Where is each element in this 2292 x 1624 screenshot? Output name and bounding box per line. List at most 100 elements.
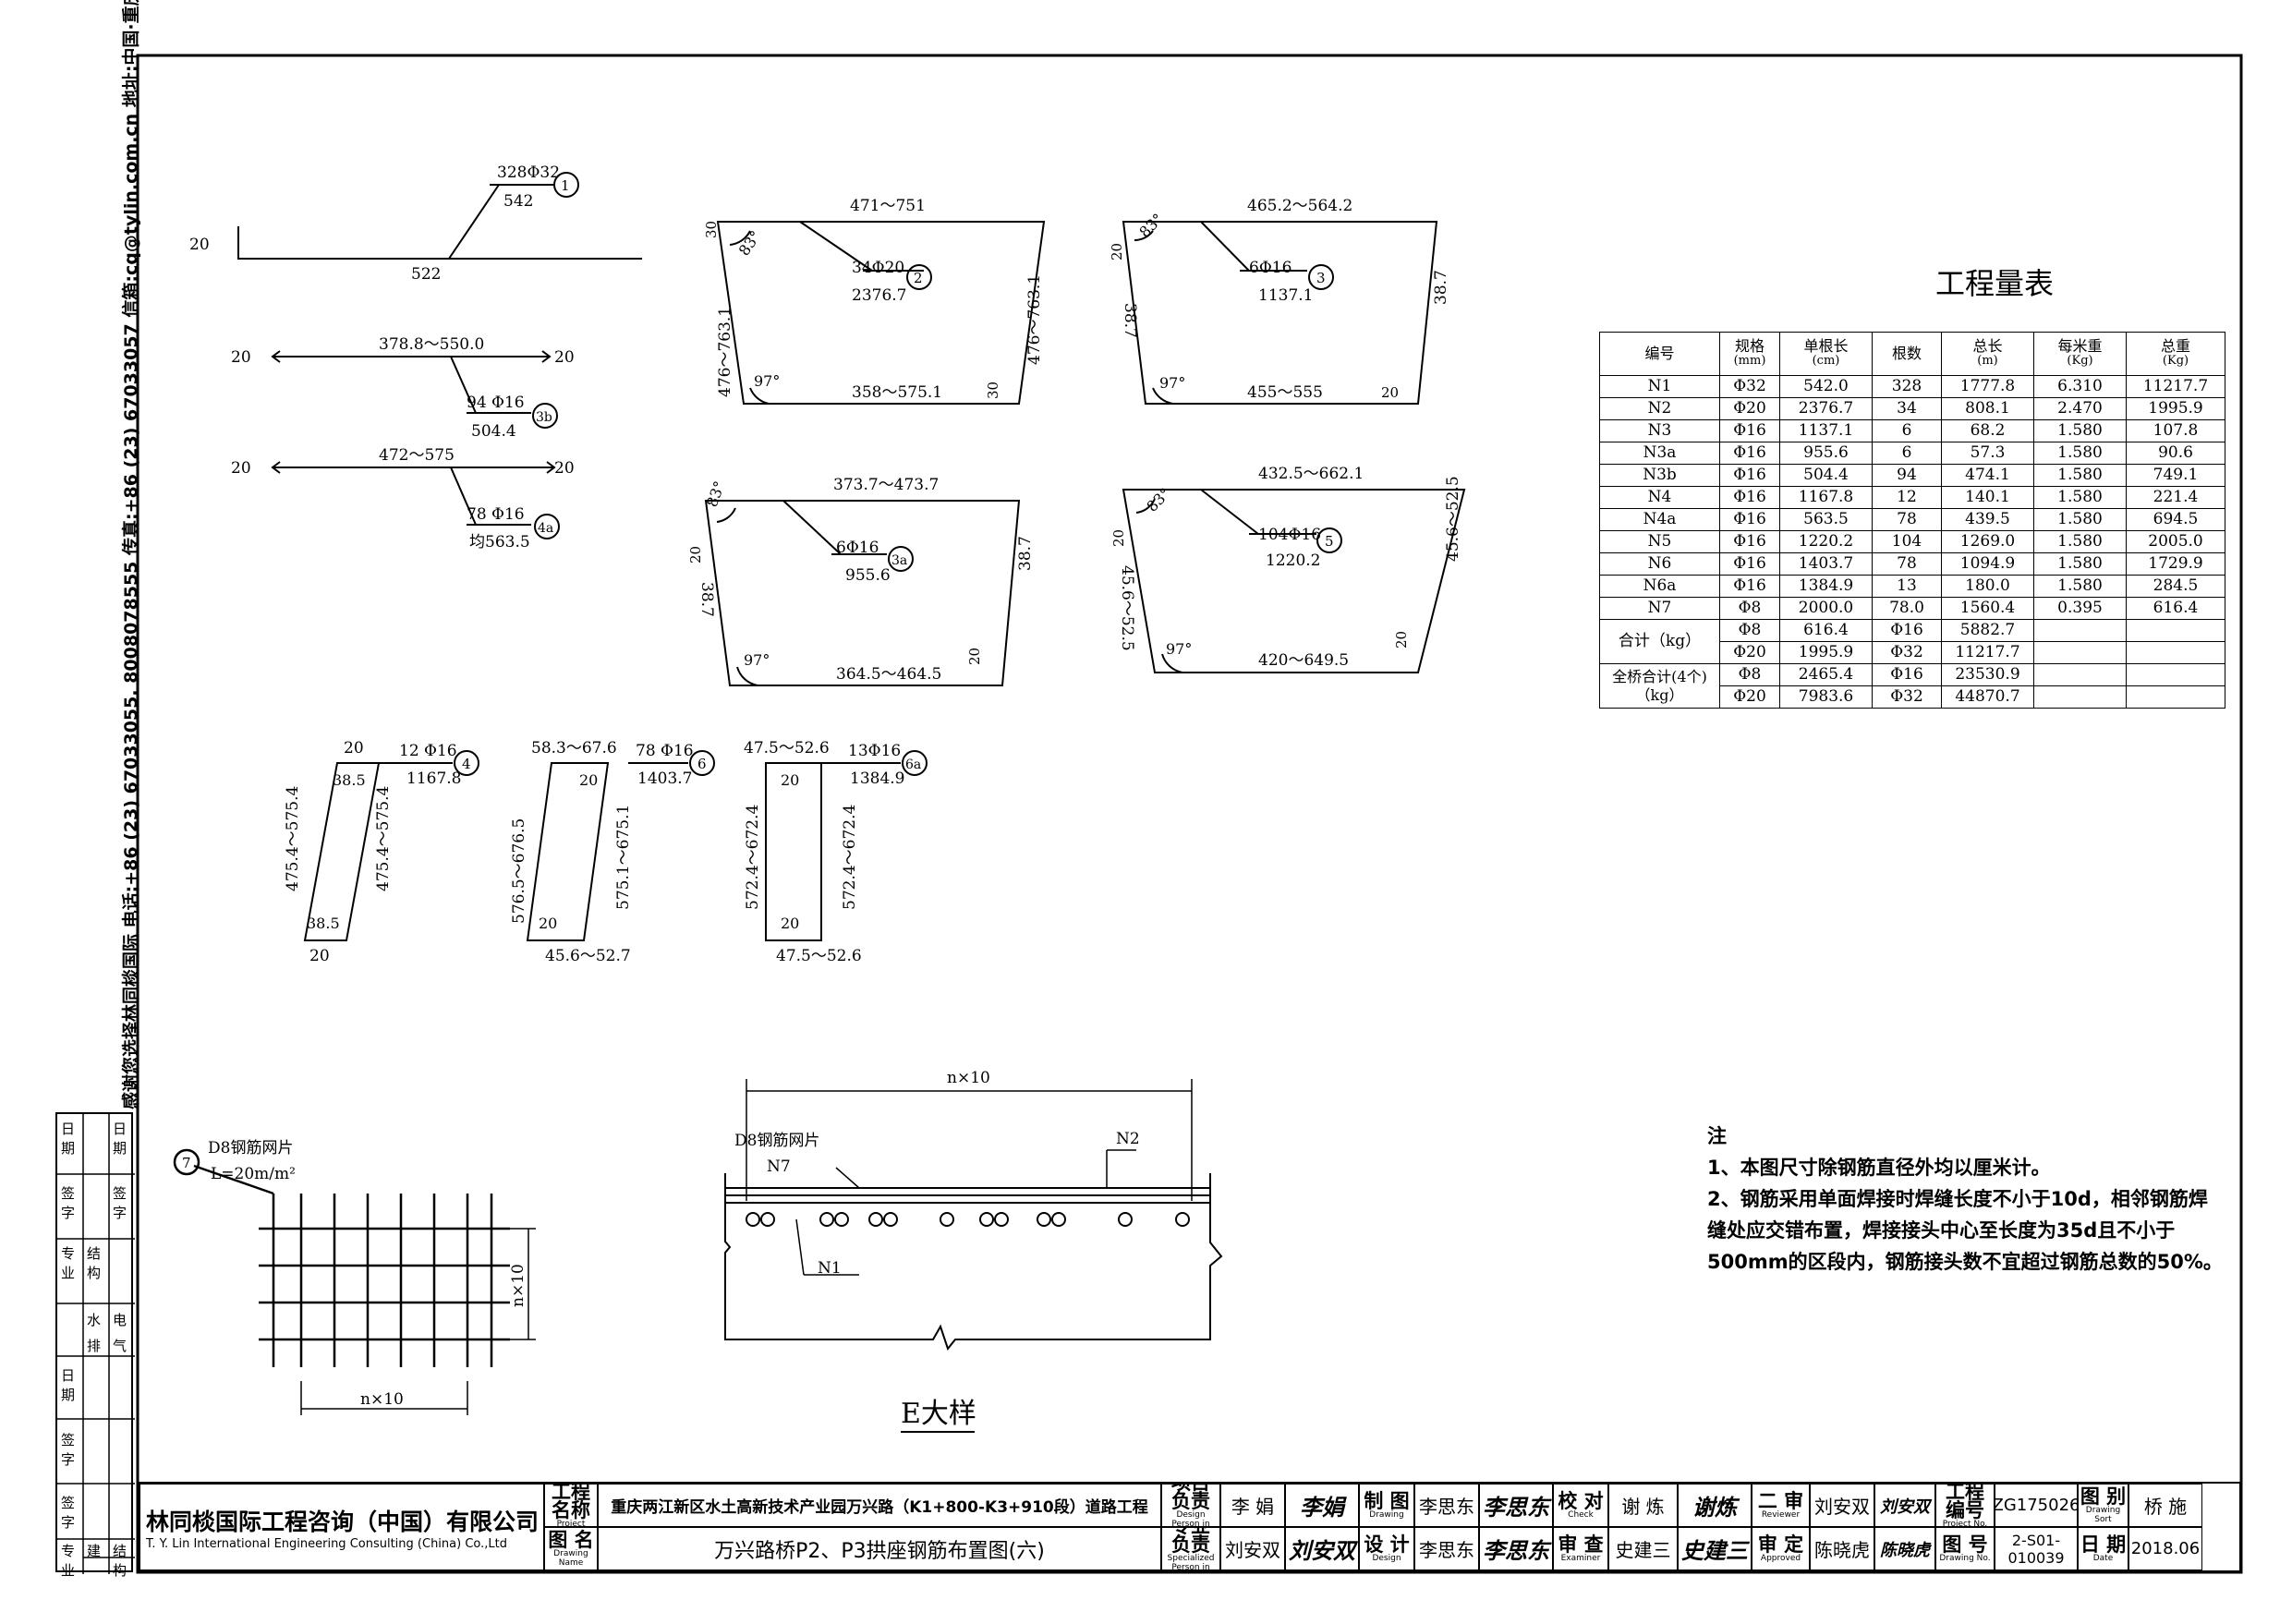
detail-e-title: E大样 <box>901 1398 976 1430</box>
n4-inner-top: 38.5 <box>333 771 366 789</box>
table-cell: 563.5 <box>1779 508 1873 531</box>
table-cell: 6 <box>1872 419 1942 442</box>
n6a-top-dim: 47.5～52.6 <box>744 739 830 757</box>
n1-left-dim: 20 <box>189 236 210 254</box>
side-gas: 气 <box>113 1338 127 1354</box>
quantity-table-header: 编号规格(mm)单根长(cm)根数总长(m)每米重(Kg)总重(Kg) <box>1599 332 2225 376</box>
n3a-length: 955.6 <box>845 566 891 585</box>
draw-signature: 李思东 <box>1479 1484 1553 1527</box>
n4a-length: 均563.5 <box>469 533 530 551</box>
table-cell: 78.0 <box>1872 597 1942 620</box>
table-cell: Φ20 <box>1719 397 1780 420</box>
exam-signature: 史建三 <box>1678 1527 1752 1570</box>
table-cell: 57.3 <box>1941 442 2034 465</box>
table-cell: 34 <box>1872 397 1942 420</box>
table-cell: 1384.9 <box>1779 575 1873 598</box>
n2-spec: 34Φ20 <box>852 259 904 277</box>
detail-e-section <box>724 1079 1223 1351</box>
n4a-right-dim: 20 <box>554 459 575 478</box>
check-signature: 谢炼 <box>1678 1484 1752 1527</box>
n5-tl-dim: 20 <box>1110 529 1127 547</box>
table-cell: 694.5 <box>2126 508 2225 531</box>
table-cell: 2000.0 <box>1779 597 1873 620</box>
n3a-right-dim: 38.7 <box>1016 536 1035 571</box>
n6a-right-dim: 572.4～672.4 <box>841 805 859 910</box>
table-cell: N3a <box>1599 442 1720 465</box>
n3b-length: 504.4 <box>471 422 516 441</box>
table-cell: Φ16 <box>1719 486 1780 509</box>
side-sign-4: 签字 <box>61 1495 76 1531</box>
empty-cell <box>2126 619 2225 642</box>
rebar-n4a-shape <box>271 461 560 539</box>
n4-inner-bottom: 38.5 <box>307 915 340 932</box>
n5-id: 5 <box>1325 533 1334 550</box>
table-cell: 5882.7 <box>1941 619 2034 642</box>
n4-length: 1167.8 <box>406 770 461 788</box>
n6a-spec: 13Φ16 <box>848 742 901 760</box>
drawing-date: 2018.06 <box>2128 1527 2202 1570</box>
table-cell: Φ32 <box>1872 641 1942 664</box>
detail-e-n2-label: N2 <box>1116 1130 1140 1148</box>
exam-name: 史建三 <box>1608 1527 1678 1570</box>
n3a-angle-top: 83° <box>703 479 729 509</box>
empty-cell <box>2126 641 2225 664</box>
table-cell: Φ20 <box>1719 641 1780 664</box>
n6a-bottom-dim: 47.5～52.6 <box>776 947 862 965</box>
n6-inner-top: 20 <box>579 771 598 789</box>
n5-right-dim: 45.6～52.5 <box>1444 476 1462 562</box>
table-cell: 1.580 <box>2033 419 2127 442</box>
notes-block: 注 1、本图尺寸除钢筋直径外均以厘米计。 2、钢筋采用单面焊接时焊缝长度不小于1… <box>1707 1121 2225 1278</box>
table-cell: 439.5 <box>1941 508 2034 531</box>
rebar-n3a-shape <box>704 500 1021 686</box>
table-cell: Φ16 <box>1719 508 1780 531</box>
n6a-id: 6a <box>905 757 921 772</box>
n5-spec: 104Φ16 <box>1258 526 1321 544</box>
table-cell: 328 <box>1872 375 1942 398</box>
n3-top-dim: 465.2～564.2 <box>1247 197 1352 215</box>
quantity-table-header-cell: 每米重(Kg) <box>2033 332 2127 376</box>
table-cell: 90.6 <box>2126 442 2225 465</box>
table-cell: 1.580 <box>2033 530 2127 553</box>
n5-top-dim: 432.5～662.1 <box>1258 465 1364 483</box>
side-drain: 排 <box>87 1338 102 1354</box>
n4a-spec: 78 Φ16 <box>467 505 525 524</box>
check-name: 谢 炼 <box>1608 1484 1678 1527</box>
table-cell: 284.5 <box>2126 575 2225 598</box>
table-cell: 1995.9 <box>1779 641 1873 664</box>
quantity-table-header-cell: 总长(m) <box>1941 332 2034 376</box>
table-cell: 1403.7 <box>1779 552 1873 576</box>
n3a-br-dim: 20 <box>966 648 983 665</box>
n3-id: 3 <box>1316 270 1326 286</box>
n4-id: 4 <box>462 756 471 772</box>
n2-tl-dim: 30 <box>703 221 720 238</box>
table-cell: 1.580 <box>2033 508 2127 531</box>
table-cell: 140.1 <box>1941 486 2034 509</box>
n3-tl-dim: 20 <box>1109 243 1125 261</box>
side-sign-1: 签字 <box>61 1185 76 1221</box>
company-contact-line: 感谢您选择林同棪国际 电话:+86 (23) 67033055, 8008078… <box>121 0 141 1109</box>
table-cell: 6.310 <box>2033 375 2127 398</box>
rebar-n6a-shape <box>765 750 928 941</box>
design-signature: 李思东 <box>1479 1527 1553 1570</box>
table-cell: Φ32 <box>1719 375 1780 398</box>
n6-bottom-dim: 45.6～52.7 <box>545 947 631 965</box>
table-cell: 107.8 <box>2126 419 2225 442</box>
empty-cell <box>2033 663 2127 686</box>
table-cell: 11217.7 <box>1941 641 2034 664</box>
table-cell: 1.580 <box>2033 442 2127 465</box>
table-cell: 78 <box>1872 508 1942 531</box>
table-cell: 955.6 <box>1779 442 1873 465</box>
n4-bottom-dim: 20 <box>309 947 330 965</box>
table-cell: 1167.8 <box>1779 486 1873 509</box>
table-cell: N7 <box>1599 597 1720 620</box>
